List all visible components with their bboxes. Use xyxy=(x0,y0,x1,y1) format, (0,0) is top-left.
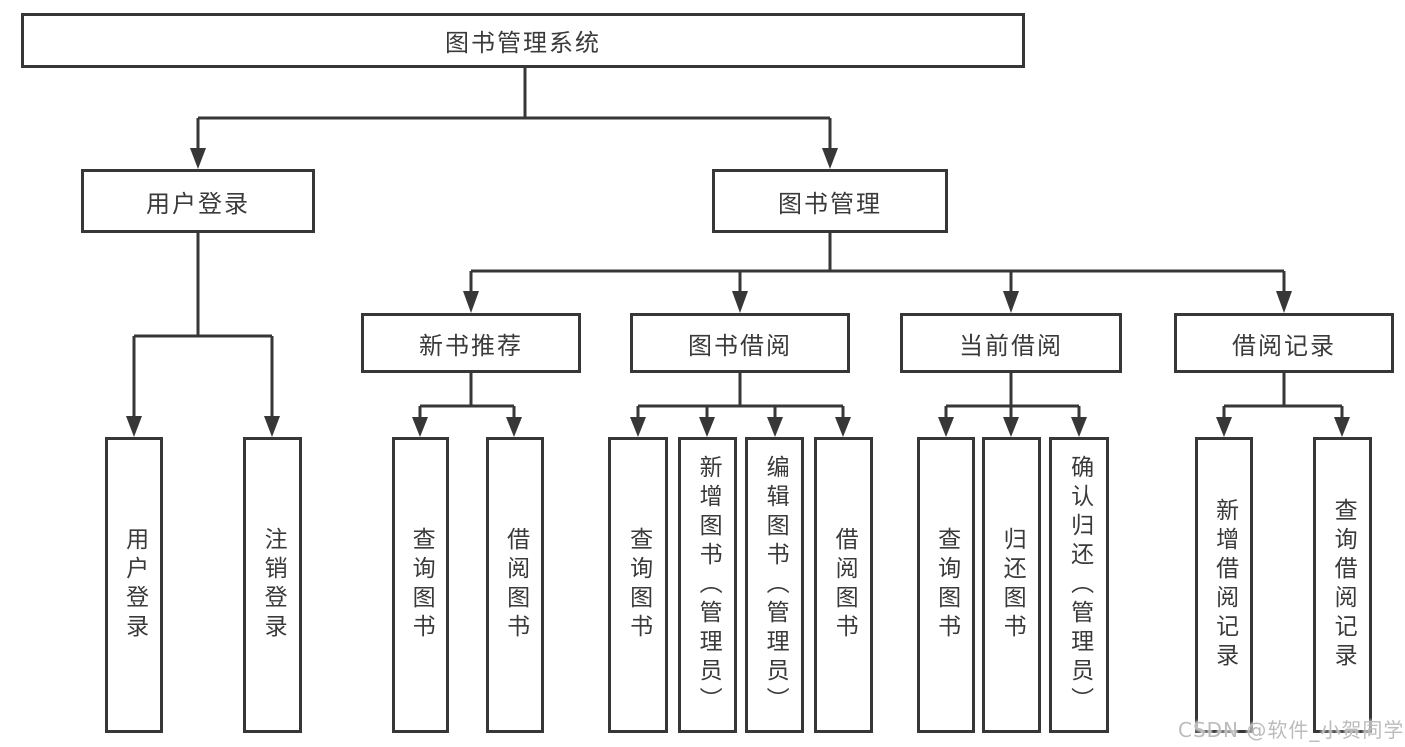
leaf-borrow-books-2-label: 借阅图书 xyxy=(831,527,858,643)
leaf-confirm-return-admin: 确认归还（管理员） xyxy=(1049,437,1109,733)
leaf-confirm-return-admin-label: 确认归还（管理员） xyxy=(1066,454,1093,716)
leaf-add-book-admin: 新增图书（管理员） xyxy=(678,437,737,733)
leaf-query-books-3: 查询图书 xyxy=(917,437,975,733)
leaf-add-book-admin-label: 新增图书（管理员） xyxy=(695,454,722,716)
node-borrow-records-label: 借阅记录 xyxy=(1232,331,1336,360)
node-book-borrow: 图书借阅 xyxy=(630,313,850,373)
leaf-query-books-2: 查询图书 xyxy=(608,437,668,733)
leaf-edit-book-admin-label: 编辑图书（管理员） xyxy=(762,454,789,716)
leaf-return-books: 归还图书 xyxy=(982,437,1041,733)
connector-current-borrow-to-leaves xyxy=(938,373,1087,437)
node-new-book-recommend: 新书推荐 xyxy=(361,313,581,373)
node-root: 图书管理系统 xyxy=(21,13,1025,68)
leaf-borrow-books-2: 借阅图书 xyxy=(814,437,873,733)
leaf-query-borrow-record: 查询借阅记录 xyxy=(1313,437,1372,733)
connector-root-to-level2 xyxy=(190,68,838,169)
node-borrow-records: 借阅记录 xyxy=(1174,313,1394,373)
connector-new-book-recommend-to-leaves xyxy=(412,373,522,437)
node-user-login-label: 用户登录 xyxy=(146,189,250,218)
leaf-borrow-books-1-label: 借阅图书 xyxy=(502,527,529,643)
node-book-management-label: 图书管理 xyxy=(778,189,882,218)
connector-user-login-to-leaves xyxy=(126,233,280,437)
leaf-borrow-books-1: 借阅图书 xyxy=(486,437,544,733)
node-current-borrow-label: 当前借阅 xyxy=(959,331,1063,360)
node-user-login: 用户登录 xyxy=(81,169,315,233)
leaf-query-books-3-label: 查询图书 xyxy=(933,527,960,643)
node-root-label: 图书管理系统 xyxy=(445,29,601,57)
connector-book-borrow-to-leaves xyxy=(630,373,851,437)
leaf-user-login: 用户登录 xyxy=(105,437,163,733)
node-new-book-recommend-label: 新书推荐 xyxy=(419,331,523,360)
leaf-add-borrow-record-label: 新增借阅记录 xyxy=(1211,498,1238,672)
leaf-logout-label: 注销登录 xyxy=(260,527,287,643)
leaf-add-borrow-record: 新增借阅记录 xyxy=(1195,437,1253,733)
node-current-borrow: 当前借阅 xyxy=(900,313,1122,373)
node-book-management: 图书管理 xyxy=(712,169,948,233)
leaf-query-books-1: 查询图书 xyxy=(392,437,449,733)
leaf-edit-book-admin: 编辑图书（管理员） xyxy=(745,437,804,733)
leaf-query-books-2-label: 查询图书 xyxy=(625,527,652,643)
node-book-borrow-label: 图书借阅 xyxy=(688,331,792,360)
leaf-query-books-1-label: 查询图书 xyxy=(408,527,435,643)
connector-borrow-records-to-leaves xyxy=(1216,373,1350,437)
watermark: CSDN @软件_小贺同学 xyxy=(1178,718,1405,742)
connector-book-management-to-level3 xyxy=(463,233,1292,313)
leaf-query-borrow-record-label: 查询借阅记录 xyxy=(1330,498,1357,672)
leaf-logout: 注销登录 xyxy=(243,437,302,733)
leaf-return-books-label: 归还图书 xyxy=(999,527,1026,643)
leaf-user-login-label: 用户登录 xyxy=(121,527,148,643)
